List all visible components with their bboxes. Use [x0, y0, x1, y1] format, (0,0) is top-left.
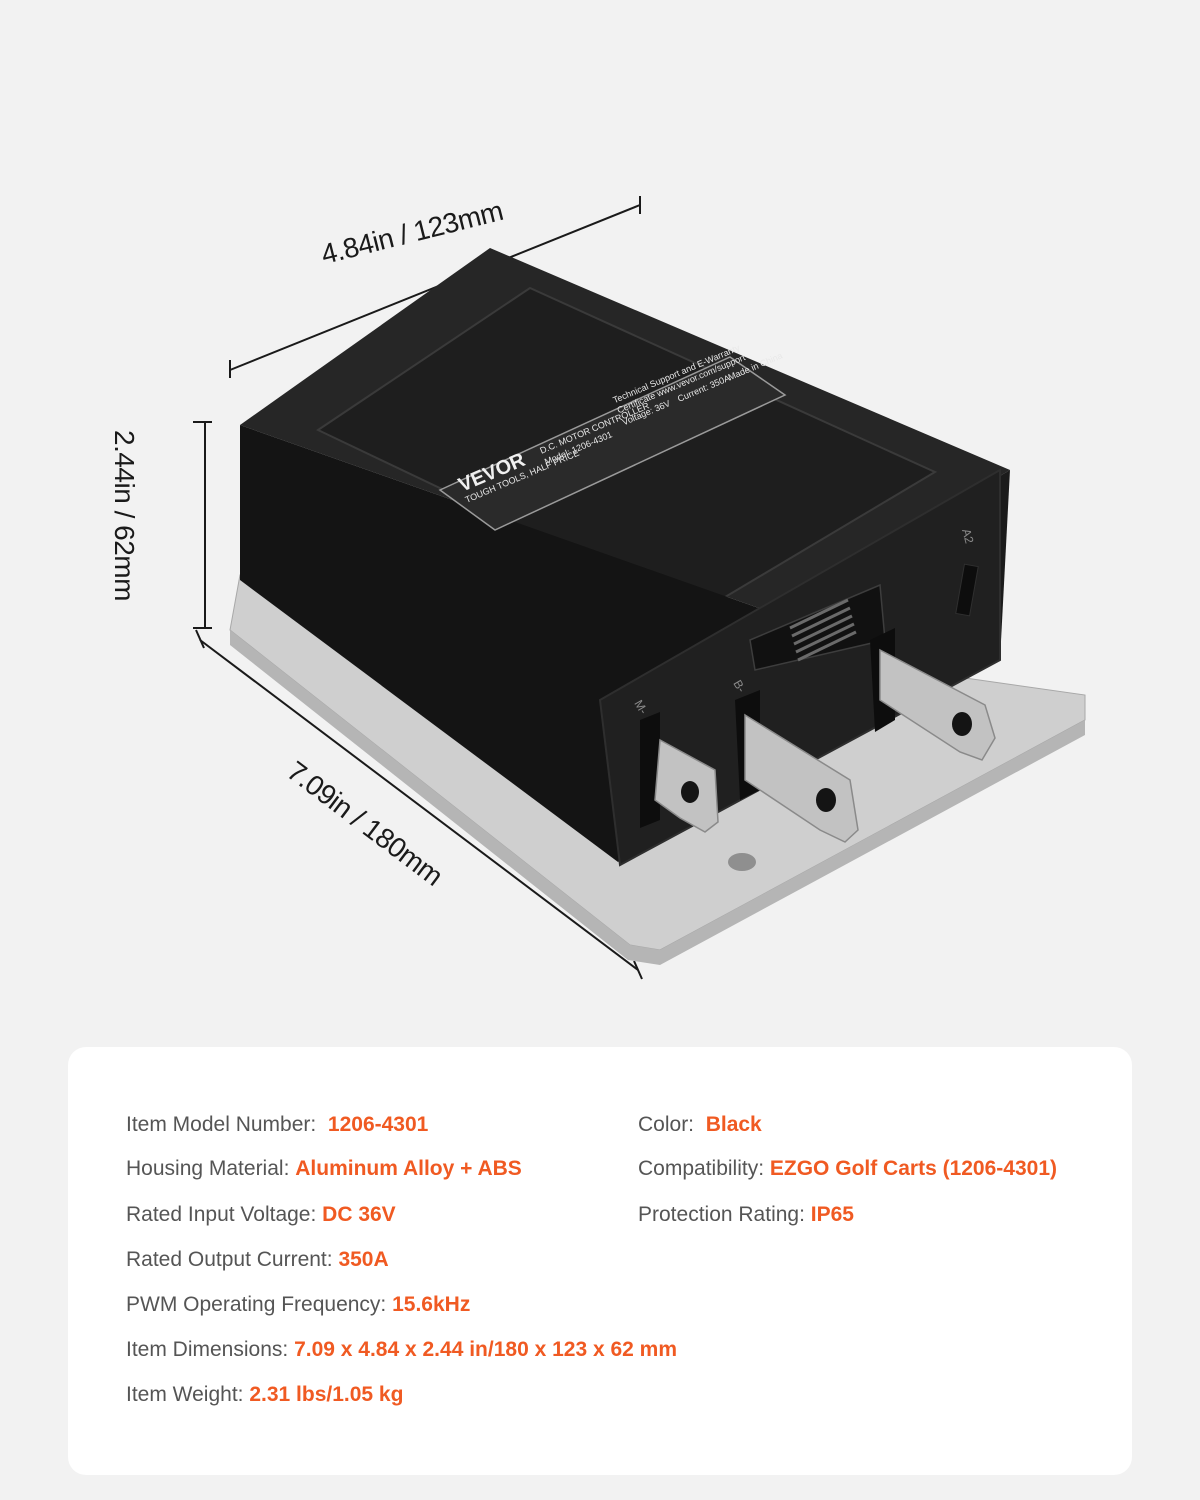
terminal-a2-label: A2: [959, 527, 976, 545]
spec-compatibility: Compatibility: EZGO Golf Carts (1206-430…: [638, 1157, 1057, 1181]
spec-weight-value: 2.31 lbs/1.05 kg: [249, 1383, 404, 1406]
spec-protection-label: Protection Rating:: [638, 1203, 805, 1226]
product-illustration: VEVOR TOUGH TOOLS, HALF PRICE D.C. MOTOR…: [109, 195, 1086, 980]
spec-dimensions: Item Dimensions: 7.09 x 4.84 x 2.44 in/1…: [126, 1338, 677, 1362]
spec-current-value: 350A: [338, 1248, 389, 1271]
spec-weight: Item Weight: 2.31 lbs/1.05 kg: [126, 1383, 403, 1407]
specifications-card: Item Model Number: 1206-4301 Color: Blac…: [68, 1047, 1132, 1475]
spec-current: Rated Output Current: 350A: [126, 1248, 389, 1272]
spec-voltage: Rated Input Voltage: DC 36V: [126, 1203, 396, 1227]
spec-housing: Housing Material: Aluminum Alloy + ABS: [126, 1157, 522, 1181]
spec-color-value: Black: [705, 1113, 762, 1136]
spec-dimensions-label: Item Dimensions:: [126, 1338, 289, 1361]
a2-port: [955, 563, 979, 617]
spec-voltage-label: Rated Input Voltage:: [126, 1203, 317, 1226]
spec-voltage-value: DC 36V: [322, 1203, 396, 1226]
spec-model: Item Model Number: 1206-4301: [126, 1113, 428, 1137]
spec-color-label: Color:: [638, 1113, 695, 1136]
spec-pwm-label: PWM Operating Frequency:: [126, 1293, 387, 1316]
height-dimension-label: 2.44in / 62mm: [109, 430, 140, 601]
spec-model-label: Item Model Number:: [126, 1113, 317, 1136]
spec-compatibility-label: Compatibility:: [638, 1157, 765, 1180]
spec-pwm-value: 15.6kHz: [392, 1293, 471, 1316]
spec-color: Color: Black: [638, 1113, 762, 1137]
mounting-hole: [728, 853, 756, 871]
length-tick-bottom: [633, 960, 643, 980]
spec-dimensions-value: 7.09 x 4.84 x 2.44 in/180 x 123 x 62 mm: [294, 1338, 678, 1361]
product-label-sticker: [438, 356, 787, 531]
spec-compatibility-value: EZGO Golf Carts (1206-4301): [769, 1157, 1057, 1180]
spec-model-value: 1206-4301: [327, 1113, 429, 1136]
spec-housing-label: Housing Material:: [126, 1157, 290, 1180]
connector-pins: [789, 598, 857, 662]
length-tick-top: [195, 629, 205, 649]
motor-controller-drawing: VEVOR TOUGH TOOLS, HALF PRICE D.C. MOTOR…: [193, 196, 1086, 980]
spec-housing-value: Aluminum Alloy + ABS: [295, 1157, 522, 1180]
terminal-m-label: M-: [631, 698, 650, 717]
terminal-m: M-: [631, 698, 719, 833]
spec-pwm: PWM Operating Frequency: 15.6kHz: [126, 1293, 470, 1317]
spec-protection: Protection Rating: IP65: [638, 1203, 854, 1227]
terminal-a: [870, 628, 996, 761]
spec-weight-label: Item Weight:: [126, 1383, 244, 1406]
length-dimension-line: [199, 639, 639, 971]
spec-current-label: Rated Output Current:: [126, 1248, 333, 1271]
spec-protection-value: IP65: [810, 1203, 854, 1226]
